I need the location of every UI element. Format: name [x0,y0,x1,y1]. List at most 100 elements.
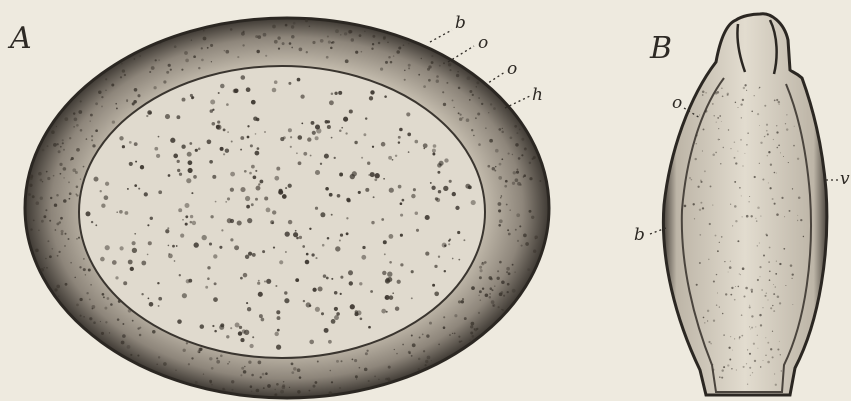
stipple-dot [458,259,460,261]
stipple-dot [374,178,377,181]
stipple-dot [766,293,767,294]
stipple-dot [240,338,244,342]
stipple-dot [201,47,203,49]
stipple-dot [459,113,461,115]
stipple-dot [529,210,532,213]
stipple-dot [350,30,353,33]
stipple-dot [525,242,529,246]
stipple-dot [234,245,239,250]
stipple-dot [293,232,298,237]
stipple-dot [418,358,421,361]
stipple-dot [209,380,212,383]
figure-a-egg: A b o o h [7,13,549,398]
stipple-dot [449,239,451,241]
stipple-dot [263,387,265,389]
stipple-dot [38,172,42,176]
stipple-dot [708,259,709,260]
stipple-dot [368,380,370,382]
stipple-dot [297,78,301,82]
stipple-dot [408,64,411,67]
stipple-dot [90,120,91,121]
stipple-dot [493,107,496,110]
stipple-dot [315,207,318,210]
stipple-dot [495,149,499,153]
stipple-dot [221,229,223,231]
stipple-dot [181,145,185,149]
stipple-dot [501,281,505,285]
stipple-dot [298,161,302,165]
stipple-dot [488,112,489,113]
stipple-dot [702,91,705,94]
stipple-dot [198,67,200,69]
stipple-dot [776,131,778,133]
stipple-dot [760,216,761,217]
stipple-dot [175,370,176,371]
stipple-dot [53,175,55,177]
stipple-dot [713,320,715,322]
stipple-dot [430,182,432,184]
stipple-dot [383,37,386,40]
stipple-dot [167,227,169,229]
stipple-dot [105,78,107,80]
stipple-dot [346,232,349,235]
stipple-dot [729,359,731,361]
stipple-dot [129,162,133,166]
stipple-dot [507,291,509,293]
stipple-dot [471,286,475,290]
stipple-dot [149,71,151,73]
stipple-dot [469,90,472,93]
stipple-dot [747,133,748,134]
stipple-dot [514,271,516,273]
stipple-dot [230,327,232,329]
stipple-dot [134,58,136,60]
stipple-dot [130,354,132,356]
stipple-dot [803,236,804,237]
stipple-dot [318,287,323,292]
stipple-dot [305,19,308,22]
stipple-dot [465,184,470,189]
stipple-dot [85,274,86,275]
stipple-dot [497,270,499,272]
stipple-dot [90,284,92,286]
stipple-dot [110,303,113,306]
stipple-dot [776,99,778,101]
stipple-dot [425,252,429,256]
stipple-dot [60,217,63,220]
panel-label-a: A [7,21,32,56]
stipple-dot [722,95,724,97]
stipple-dot [65,283,68,286]
stipple-dot [400,202,403,205]
stipple-dot [707,310,709,312]
stipple-dot [419,337,421,339]
stipple-dot [501,195,503,197]
stipple-dot [297,368,301,372]
stipple-dot [137,327,139,329]
stipple-dot [689,177,690,178]
stipple-dot [80,129,83,132]
stipple-dot [381,309,386,314]
stipple-dot [250,144,253,147]
stipple-dot [757,245,758,246]
stipple-dot [91,221,93,223]
stipple-dot [174,45,177,48]
stipple-dot [495,166,497,168]
stipple-dot [275,285,277,287]
stipple-dot [785,285,786,286]
stipple-dot [438,256,440,258]
stipple-dot [247,218,252,223]
stipple-dot [226,335,229,338]
stipple-dot [219,246,222,249]
stipple-dot [155,59,157,61]
stipple-dot [94,177,99,182]
stipple-dot [267,384,271,388]
stipple-dot [361,51,363,53]
stipple-dot [313,385,316,388]
stipple-dot [788,162,789,163]
stipple-dot [519,225,521,227]
stipple-dot [531,216,534,219]
stipple-dot [409,352,411,354]
stipple-dot [265,55,267,57]
stipple-dot [235,323,240,328]
stipple-dot [327,120,330,123]
stipple-dot [700,202,702,204]
